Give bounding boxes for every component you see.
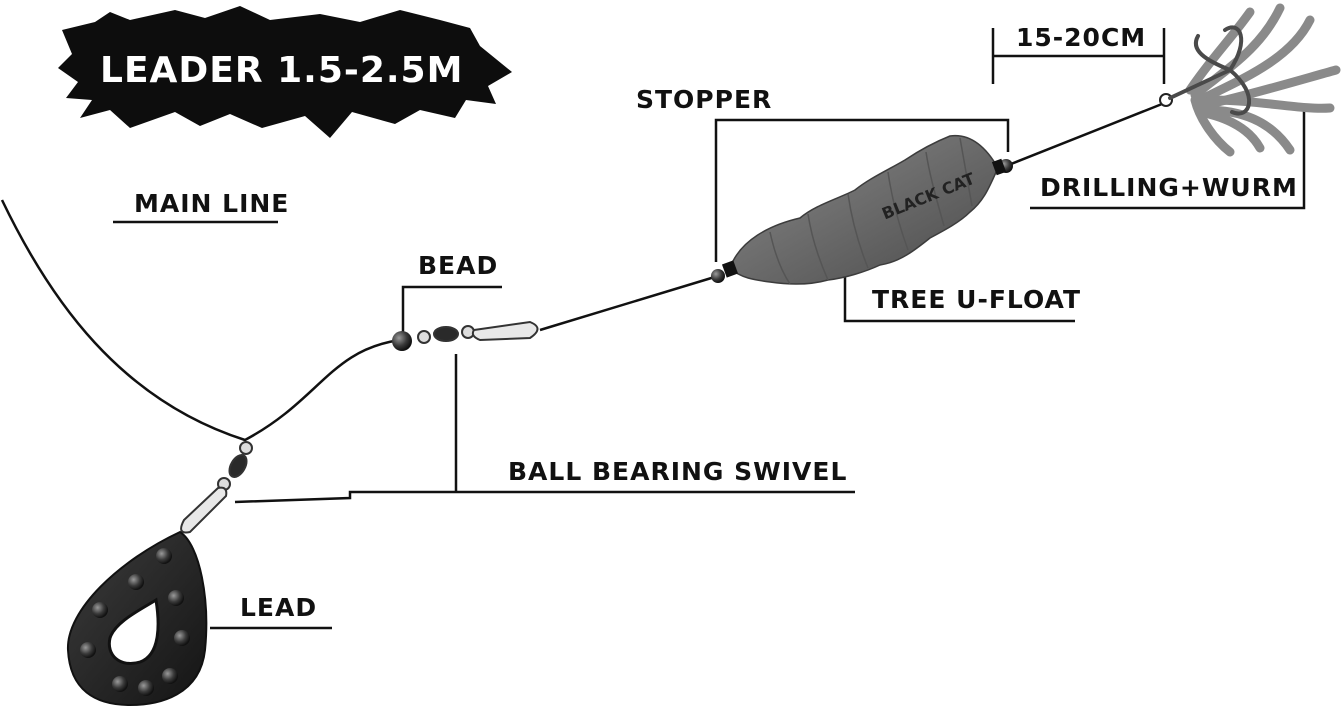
worm-strand: [1190, 3, 1285, 100]
leader-banner: LEADER 1.5-2.5M: [58, 6, 512, 138]
banner-title: LEADER 1.5-2.5M: [100, 50, 463, 91]
leader-line: [539, 274, 719, 332]
distance-label: 15-20CM: [1016, 23, 1146, 52]
lead-stud: [92, 602, 108, 618]
float-rib: [769, 231, 791, 285]
lead-studs: [80, 548, 190, 696]
snap-2: [180, 486, 228, 534]
bead-label: BEAD: [418, 251, 498, 280]
float-tube-top: [991, 158, 1007, 176]
tree-u-float-label: TREE U-FLOAT: [872, 285, 1081, 314]
label-leaders: [113, 28, 1306, 630]
float-rib: [847, 193, 869, 269]
main-line-label: MAIN LINE: [134, 189, 289, 218]
distance-bracket: [991, 28, 1166, 84]
worm-strand: [1195, 15, 1315, 105]
hook-line: [1005, 102, 1163, 168]
drilling-pointer: [1030, 104, 1306, 210]
treble-hook: [1168, 25, 1251, 116]
ball-bearing-swivel-label: BALL BEARING SWIVEL: [508, 457, 847, 486]
main-line: [0, 199, 401, 442]
float-body: [729, 134, 999, 285]
float-rib: [959, 137, 973, 207]
upper-swivel: [417, 320, 539, 344]
lower-swivel: [180, 441, 253, 534]
banner-shape: [58, 6, 512, 138]
swivel-barrel-1: [433, 326, 459, 342]
hook-bend: [1194, 34, 1232, 72]
drilling-worm: [1159, 3, 1341, 157]
bead-pointer: [401, 285, 502, 332]
stopper-pointer: [714, 118, 1010, 262]
worm-strand: [1205, 95, 1335, 113]
worm-strand: [1195, 107, 1265, 153]
hook-bend: [1223, 25, 1244, 72]
float-ribs: [769, 137, 973, 285]
swivel-ring-1: [417, 330, 431, 344]
lead-hole: [107, 597, 160, 665]
snap-1: [471, 320, 539, 342]
float-rib: [925, 151, 945, 227]
float-tube-bottom: [721, 260, 739, 278]
hook-bend: [1228, 68, 1251, 116]
lead-stud: [162, 668, 178, 684]
worm-strand: [1185, 7, 1255, 95]
lead-stud: [112, 676, 128, 692]
hook-shank: [1168, 68, 1232, 100]
worm-strand: [1200, 105, 1295, 155]
lead-weight: [66, 530, 208, 707]
lead-stud: [168, 590, 184, 606]
float-rib: [887, 171, 909, 251]
float-rib: [807, 213, 829, 281]
swivel-barrel-2: [228, 454, 248, 478]
lead-label: LEAD: [240, 593, 317, 622]
swivel-ring-3: [239, 441, 253, 455]
tree-u-float: BLACK CAT: [721, 134, 1007, 285]
lead-stud: [128, 574, 144, 590]
lead-stud: [80, 642, 96, 658]
float-pointer: [843, 272, 1075, 323]
bead-ball: [392, 331, 412, 351]
stopper-label: STOPPER: [636, 85, 772, 114]
drilling-wurm-label: DRILLING+WURM: [1040, 173, 1298, 202]
lead-stud: [138, 680, 154, 696]
lead-stud: [174, 630, 190, 646]
stopper-bead-lower: [711, 269, 725, 283]
worm-strands: [1185, 3, 1341, 157]
swivel-pointer: [234, 354, 855, 504]
worm-strand: [1190, 95, 1235, 157]
lead-stud: [156, 548, 172, 564]
